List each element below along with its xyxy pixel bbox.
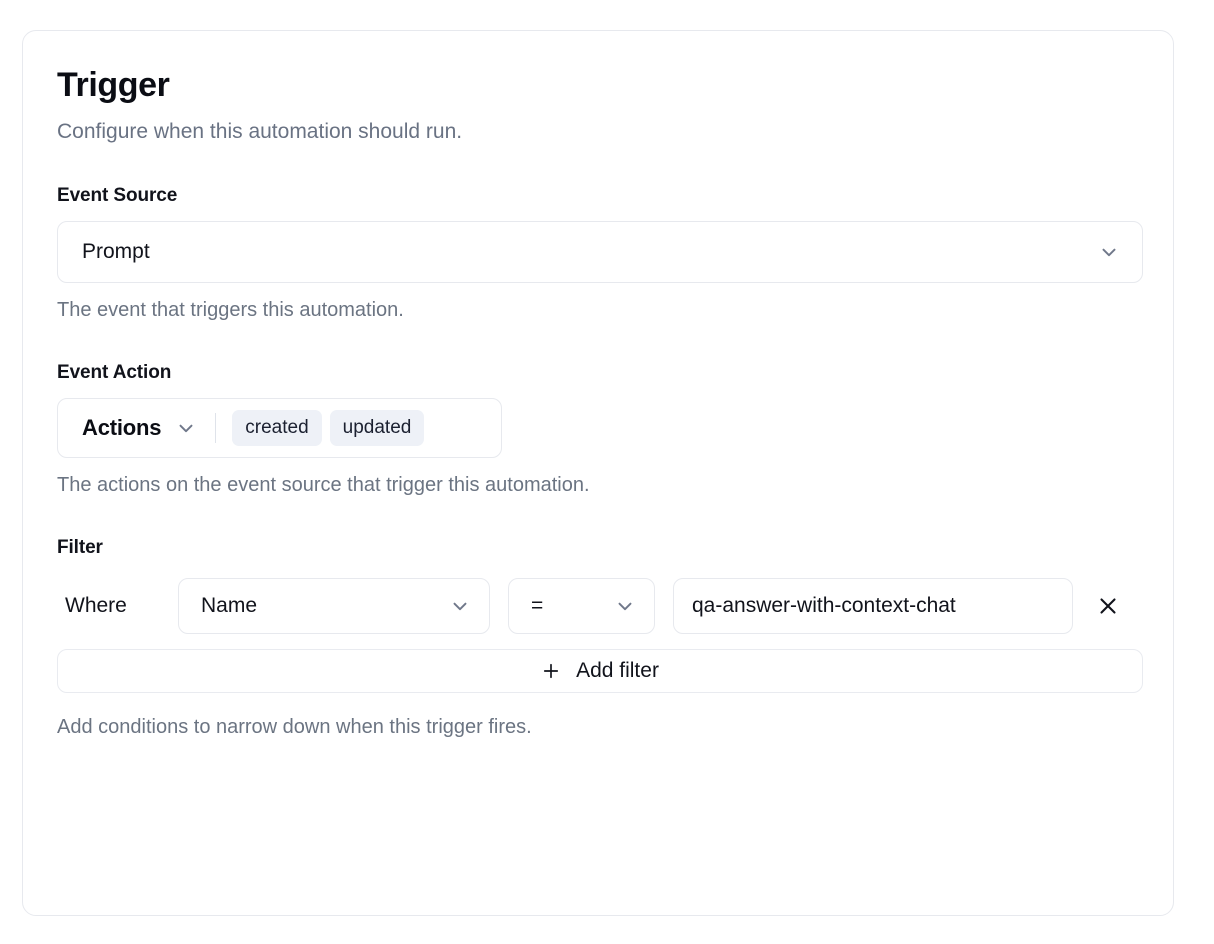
chevron-down-icon <box>618 602 632 611</box>
event-source-field: Event Source Prompt The event that trigg… <box>57 185 1143 322</box>
event-action-field: Event Action Actions created updated The… <box>57 362 1139 497</box>
filter-field-select[interactable]: Name <box>178 578 490 634</box>
event-source-select[interactable]: Prompt <box>57 221 1143 283</box>
event-source-value: Prompt <box>82 240 150 263</box>
event-action-combo: Actions created updated <box>57 398 502 458</box>
combo-divider <box>215 413 217 443</box>
page-title: Trigger <box>57 66 170 104</box>
event-action-help: The actions on the event source that tri… <box>57 474 590 496</box>
filter-field-value: Name <box>201 594 258 617</box>
trigger-card: Trigger Configure when this automation s… <box>22 30 1174 916</box>
page-subtitle: Configure when this automation should ru… <box>57 120 463 143</box>
where-label: Where <box>65 594 127 617</box>
event-action-label: Event Action <box>57 362 172 383</box>
close-icon <box>1100 598 1116 614</box>
event-action-chip[interactable]: created <box>232 410 322 446</box>
event-action-chips: created updated <box>232 410 425 446</box>
chevron-down-icon <box>179 424 193 433</box>
filter-value-input[interactable] <box>673 578 1073 634</box>
event-source-label: Event Source <box>57 185 178 206</box>
event-action-dropdown[interactable]: Actions <box>82 415 197 441</box>
event-action-dropdown-label: Actions <box>82 415 162 440</box>
chevron-down-icon <box>453 602 467 611</box>
event-action-chip[interactable]: updated <box>329 410 425 446</box>
add-filter-button[interactable]: Add filter <box>57 649 1143 693</box>
plus-icon <box>543 663 559 679</box>
chevron-down-icon <box>1102 248 1116 257</box>
event-source-help: The event that triggers this automation. <box>57 299 404 321</box>
add-filter-label: Add filter <box>576 659 659 682</box>
filter-field: Filter Where Name = <box>57 537 1143 739</box>
remove-filter-button[interactable] <box>1089 587 1127 625</box>
filter-label: Filter <box>57 537 103 558</box>
filter-operator-value: = <box>531 594 544 617</box>
filter-operator-select[interactable]: = <box>508 578 655 634</box>
filter-help: Add conditions to narrow down when this … <box>57 716 532 738</box>
filter-row: Where Name = <box>57 577 1139 635</box>
